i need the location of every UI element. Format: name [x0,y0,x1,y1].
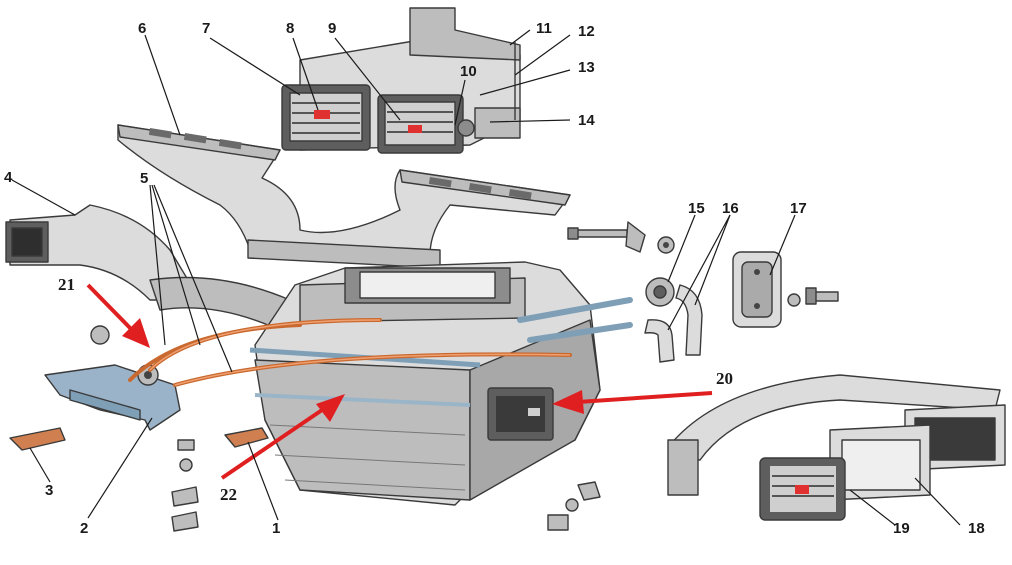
callout-19: 19 [893,520,910,537]
callout-7: 7 [202,20,210,37]
small-hardware [9,427,601,532]
callout-1: 1 [272,520,280,537]
callout-4: 4 [4,169,13,186]
callout-14: 14 [578,112,595,129]
control-cables [128,318,572,387]
callout-5: 5 [140,170,148,187]
callout-15: 15 [688,200,705,217]
callout-21: 21 [58,275,75,294]
leader-lines [11,29,961,526]
callout-10: 10 [460,63,477,80]
callout-6: 6 [138,20,146,37]
callout-12: 12 [578,23,595,40]
red-arrows [86,283,713,480]
callout-9: 9 [328,20,336,37]
callout-22: 22 [220,485,237,504]
callout-17: 17 [790,200,807,217]
center-vent-block [281,7,521,154]
callout-20: 20 [716,369,733,388]
right-air-duct [667,374,1006,521]
callout-8: 8 [286,20,294,37]
callout-18: 18 [968,520,985,537]
heater-housing [249,261,601,506]
callout-labels: 1 2 3 4 5 6 7 8 9 10 11 12 13 14 15 16 1… [4,20,985,537]
callout-13: 13 [578,59,595,76]
callout-2: 2 [80,520,88,537]
callout-3: 3 [45,482,53,499]
control-lever-bracket [44,325,181,431]
callout-16: 16 [722,200,739,217]
flange-plate [732,251,839,328]
center-distribution-duct [117,124,571,269]
callout-11: 11 [536,20,552,37]
left-air-duct [5,204,291,336]
